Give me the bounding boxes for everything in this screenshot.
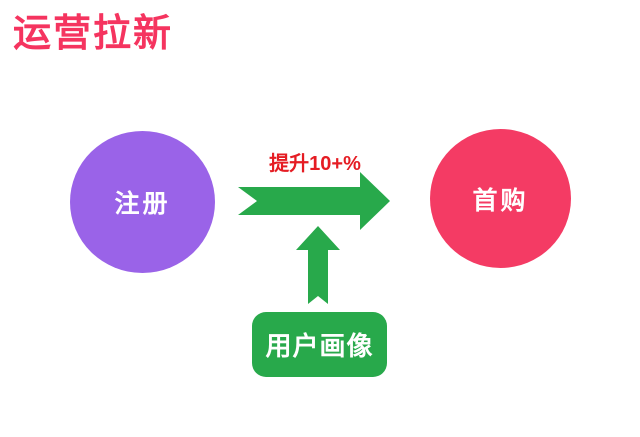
node-user-profile: 用户画像 xyxy=(252,312,387,377)
node-register-label: 注册 xyxy=(114,190,171,218)
node-user-profile-label: 用户画像 xyxy=(265,331,374,361)
node-first-purchase: 首购 xyxy=(430,129,571,268)
node-register: 注册 xyxy=(70,131,215,273)
right-arrow-register-to-first-purchase-icon xyxy=(238,172,390,230)
page-title: 运营拉新 xyxy=(13,13,174,55)
arrow-improvement-label: 提升10+% xyxy=(269,153,361,175)
up-arrow-user-profile-icon xyxy=(296,226,340,304)
node-first-purchase-label: 首购 xyxy=(472,186,529,215)
